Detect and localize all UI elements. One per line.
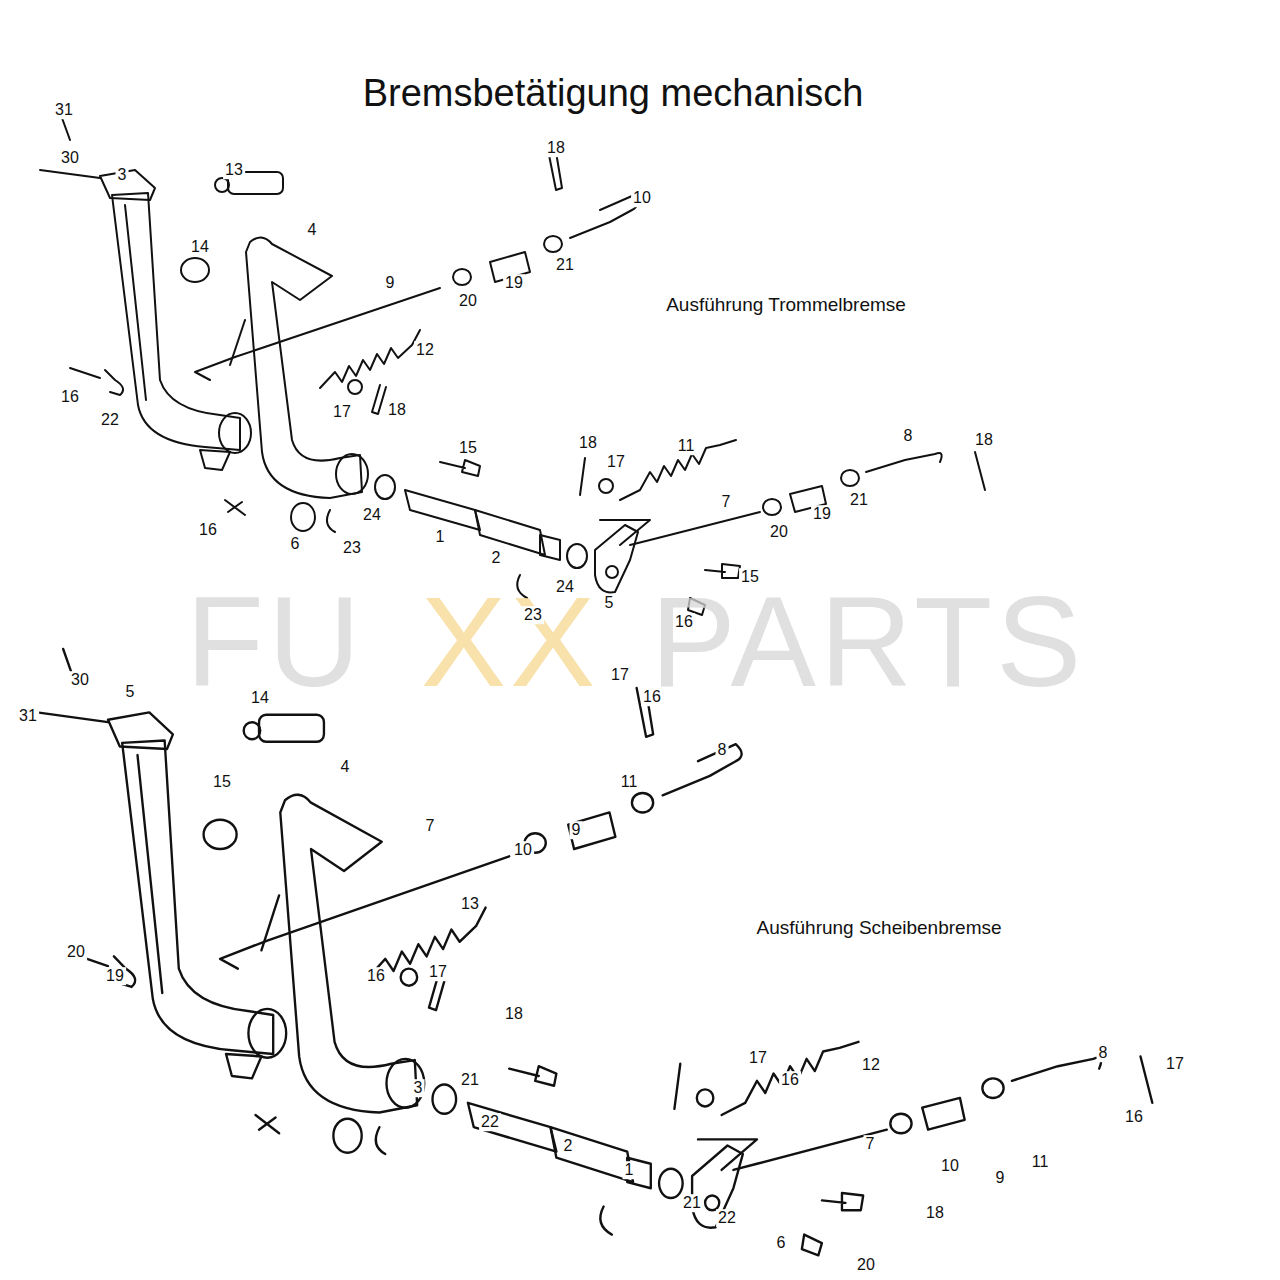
- callout-number: 10: [631, 189, 653, 207]
- callout-number: 19: [811, 505, 833, 523]
- callout-number: 16: [59, 388, 81, 406]
- callout-number: 16: [197, 521, 219, 539]
- callout-number: 4: [306, 221, 319, 239]
- callout-number: 21: [681, 1194, 703, 1212]
- callout-number: 16: [365, 967, 387, 985]
- callout-number: 11: [1030, 1153, 1051, 1171]
- callout-number: 17: [747, 1049, 769, 1067]
- callout-number: 2: [490, 549, 503, 567]
- callout-number: 17: [331, 403, 353, 421]
- callout-number: 14: [249, 689, 271, 707]
- callout-number: 11: [619, 773, 640, 791]
- callout-number: 16: [641, 688, 663, 706]
- callout-number: 18: [577, 434, 599, 452]
- callout-number: 17: [605, 453, 627, 471]
- callout-number: 17: [609, 666, 631, 684]
- callout-number: 18: [973, 431, 995, 449]
- callout-number: 24: [361, 506, 383, 524]
- callout-number: 17: [1164, 1055, 1186, 1073]
- callout-number: 16: [1123, 1108, 1145, 1126]
- disc-brake-assembly: [37, 649, 1152, 1255]
- callout-number: 7: [424, 817, 437, 835]
- callout-number: 8: [1097, 1044, 1110, 1062]
- callout-number: 18: [545, 139, 567, 157]
- callout-number: 18: [924, 1204, 946, 1222]
- callout-number: 30: [69, 671, 91, 689]
- callout-number: 6: [289, 535, 302, 553]
- callout-number: 7: [720, 493, 733, 511]
- variant-note: Ausführung Trommelbremse: [663, 295, 909, 316]
- callout-number: 9: [994, 1169, 1007, 1187]
- callout-number: 19: [104, 967, 126, 985]
- drum-brake-assembly: [40, 118, 985, 615]
- callout-number: 2: [562, 1137, 575, 1155]
- callout-number: 21: [848, 491, 870, 509]
- callout-number: 31: [53, 101, 75, 119]
- callout-number: 24: [554, 578, 576, 596]
- callout-number: 15: [457, 439, 479, 457]
- callout-number: 1: [434, 528, 447, 546]
- callout-number: 20: [768, 523, 790, 541]
- callout-number: 22: [99, 411, 121, 429]
- callout-number: 10: [512, 841, 534, 859]
- callout-number: 10: [939, 1157, 961, 1175]
- callout-number: 4: [339, 758, 352, 776]
- callout-number: 16: [779, 1071, 801, 1089]
- callout-number: 8: [902, 427, 915, 445]
- callout-number: 20: [855, 1256, 877, 1274]
- callout-number: 7: [864, 1135, 877, 1153]
- callout-number: 9: [570, 821, 583, 839]
- callout-number: 3: [116, 166, 129, 184]
- callout-number: 22: [716, 1209, 738, 1227]
- callout-number: 6: [775, 1234, 788, 1252]
- callout-number: 14: [189, 238, 211, 256]
- variant-note: Ausführung Scheibenbremse: [753, 918, 1004, 939]
- callout-number: 21: [459, 1071, 481, 1089]
- callout-number: 17: [427, 963, 449, 981]
- callout-number: 21: [554, 256, 576, 274]
- callout-number: 23: [341, 539, 363, 557]
- callout-number: 20: [457, 292, 479, 310]
- callout-number: 19: [503, 274, 525, 292]
- callout-number: 18: [503, 1005, 525, 1023]
- watermark: PARTS: [651, 572, 1086, 713]
- callout-number: 15: [739, 568, 761, 586]
- callout-number: 15: [211, 773, 233, 791]
- callout-number: 13: [459, 895, 481, 913]
- callout-number: 23: [522, 606, 544, 624]
- callout-number: 3: [412, 1079, 425, 1097]
- callout-number: 5: [124, 683, 137, 701]
- callout-number: 20: [65, 943, 87, 961]
- callout-number: 16: [673, 613, 695, 631]
- diagram-title: Bremsbetätigung mechanisch: [363, 73, 864, 115]
- callout-number: 1: [623, 1161, 636, 1179]
- callout-number: 13: [223, 161, 245, 179]
- callout-number: 12: [414, 341, 436, 359]
- callout-number: 5: [603, 594, 616, 612]
- callout-number: 8: [716, 741, 729, 759]
- callout-number: 22: [479, 1113, 501, 1131]
- callout-number: 11: [676, 437, 697, 455]
- callout-number: 18: [386, 401, 408, 419]
- callout-number: 31: [17, 707, 39, 725]
- callout-number: 30: [59, 149, 81, 167]
- watermark: FU: [186, 572, 365, 713]
- callout-number: 9: [384, 274, 397, 292]
- callout-number: 12: [860, 1056, 882, 1074]
